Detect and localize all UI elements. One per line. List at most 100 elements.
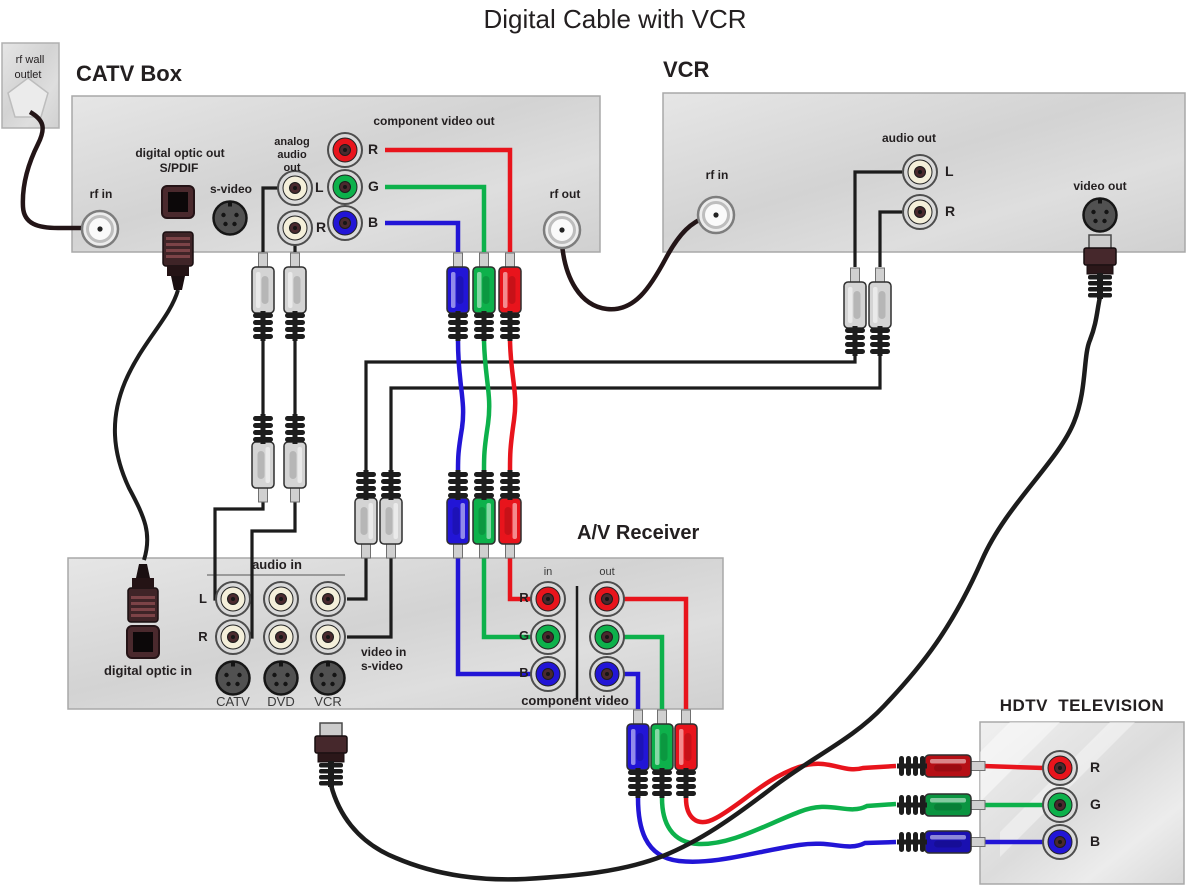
- svideo-plug-receiver: [314, 722, 348, 788]
- rca-plug-out-green: [650, 709, 674, 799]
- rca-plug-vcr-r-bottom: [379, 469, 403, 559]
- vcr-audio-l-label: L: [945, 163, 954, 179]
- wire-out-green: [624, 634, 1044, 847]
- tv-panel-sheen: [980, 722, 1060, 802]
- catv-comp-b-label: B: [368, 214, 379, 230]
- catv-component-g-jack: [327, 169, 363, 205]
- wire-digital-optic: [112, 289, 180, 561]
- receiver-out-col-label: out: [599, 566, 615, 578]
- receiver-audio-r-dvd-jack: [263, 619, 299, 655]
- wire-svideo-vcr-to-receiver: [328, 296, 1103, 882]
- catv-s-video-port: [212, 200, 248, 236]
- catv-rf-out-label: rf out: [549, 187, 581, 201]
- receiver-title: A/V Receiver: [577, 522, 700, 544]
- rca-plug-red-top: [498, 252, 522, 342]
- catv-spdif-label: S/PDIF: [159, 161, 199, 175]
- receiver-comp-b-label: B: [519, 665, 529, 680]
- catv-rf-out-jack: [542, 210, 582, 250]
- tv-b-jack: [1042, 824, 1078, 860]
- receiver-audio-l-vcr-jack: [310, 581, 346, 617]
- vcr-video-out-port: [1082, 197, 1118, 233]
- receiver-component-out-b-jack: [589, 656, 625, 692]
- receiver-svideo-catv-port: [215, 660, 251, 696]
- vcr-audio-r-jack: [902, 194, 938, 230]
- catv-title: CATV Box: [76, 61, 182, 86]
- catv-audio-r-label: R: [316, 219, 327, 235]
- catv-analog-label-2: audio: [277, 149, 307, 161]
- rca-plug-blue-bottom: [446, 469, 470, 559]
- rca-plug-out-blue: [626, 709, 650, 799]
- tv-r-label: R: [1090, 759, 1101, 775]
- rca-plug-audio-r-bottom: [283, 413, 307, 503]
- receiver-r-label: R: [198, 629, 208, 644]
- wire-out-blue: [624, 671, 1044, 864]
- rca-plug-audio-r-top: [283, 252, 307, 342]
- receiver-audio-in-label: audio in: [252, 557, 302, 572]
- receiver-in-col-label: in: [543, 566, 553, 578]
- catv-digital-optic-out-port: [161, 185, 195, 219]
- svideo-plug-vcr: [1083, 234, 1117, 300]
- vcr-audio-out-label: audio out: [882, 131, 936, 145]
- rca-plug-vcr-audio-l: [843, 267, 867, 357]
- wire-vcr-audio-r: [347, 210, 902, 639]
- optic-plug-catv: [162, 231, 194, 291]
- wire-component-blue: [385, 220, 532, 677]
- rca-plug-green-bottom: [472, 469, 496, 559]
- rca-plug-vcr-audio-r: [868, 267, 892, 357]
- rca-plug-tv-red: [896, 754, 986, 778]
- vcr-rf-in-jack: [696, 195, 736, 235]
- receiver-component-video-label: component video: [521, 693, 629, 708]
- catv-component-r-jack: [327, 132, 363, 168]
- catv-component-video-out-label: component video out: [373, 114, 495, 128]
- rca-plug-audio-l-top: [251, 252, 275, 342]
- catv-rf-in-label: rf in: [89, 187, 113, 201]
- receiver-input-dvd-label: DVD: [267, 694, 295, 709]
- tv-title: HDTV TELEVISION: [999, 696, 1165, 715]
- rca-plug-out-red: [674, 709, 698, 799]
- vcr-audio-r-label: R: [945, 203, 956, 219]
- rca-plug-red-bottom: [498, 469, 522, 559]
- wire-catv-rfout-to-vcr-rfin: [559, 214, 707, 312]
- catv-comp-g-label: G: [368, 178, 379, 194]
- rca-plug-audio-l-bottom: [251, 413, 275, 503]
- catv-component-b-jack: [327, 205, 363, 241]
- rca-plug-tv-blue: [896, 830, 986, 854]
- rca-plug-tv-green: [896, 793, 986, 817]
- receiver-component-in-g-jack: [530, 619, 566, 655]
- wall-plate-pentagon: [7, 77, 49, 118]
- page-title: Digital Cable with VCR: [483, 4, 747, 34]
- vcr-audio-l-jack: [902, 154, 938, 190]
- wire-out-red: [624, 596, 1045, 825]
- receiver-comp-g-label: G: [518, 628, 530, 643]
- wire-wall-to-catv-rf: [20, 110, 88, 231]
- catv-rf-in-jack: [80, 209, 120, 249]
- receiver-comp-r-label: R: [519, 590, 529, 605]
- wire-vcr-audio-l: [347, 170, 902, 601]
- receiver-component-in-r-jack: [530, 581, 566, 617]
- wire-component-green: [385, 184, 532, 640]
- receiver-digital-optic-in-label: digital optic in: [103, 663, 193, 678]
- wall-outlet-label-2: outlet: [14, 69, 42, 81]
- receiver-audio-r-catv-jack: [215, 619, 251, 655]
- catv-analog-label-1: analog: [274, 136, 310, 148]
- receiver-audio-l-catv-jack: [215, 581, 251, 617]
- wire-component-red: [385, 147, 532, 602]
- vcr-rf-in-label: rf in: [705, 168, 729, 182]
- receiver-l-label: L: [199, 591, 207, 606]
- vcr-title: VCR: [663, 57, 710, 82]
- receiver-component-out-r-jack: [589, 581, 625, 617]
- receiver-digital-optic-in-port: [126, 625, 160, 659]
- catv-audio-l-label: L: [315, 179, 324, 195]
- tv-b-label: B: [1090, 833, 1101, 849]
- tv-g-jack: [1042, 787, 1078, 823]
- catv-analog-label-3: out: [283, 162, 301, 174]
- receiver-audio-r-vcr-jack: [310, 619, 346, 655]
- receiver-input-catv-label: CATV: [216, 694, 250, 709]
- rca-plug-green-top: [472, 252, 496, 342]
- tv-g-label: G: [1090, 796, 1101, 812]
- receiver-panel: [67, 557, 724, 710]
- receiver-svideo-dvd-port: [263, 660, 299, 696]
- catv-comp-r-label: R: [368, 141, 379, 157]
